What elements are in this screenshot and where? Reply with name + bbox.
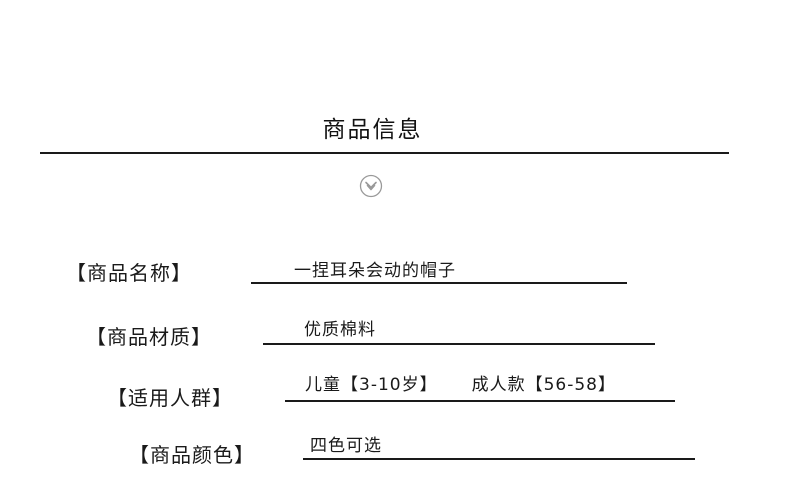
row-label: 【适用人群】 — [107, 386, 233, 410]
row-value: 一捏耳朵会动的帽子 — [294, 261, 456, 281]
row-underline — [251, 282, 627, 284]
row-value-adults: 成人款【56-58】 — [471, 375, 616, 395]
row-value: 优质棉料 — [304, 320, 376, 340]
row-underline — [285, 400, 675, 402]
row-underline — [303, 458, 695, 460]
chevron-down-circle-icon — [359, 174, 383, 198]
row-value: 儿童【3-10岁】 成人款【56-58】 — [305, 370, 616, 395]
row-value-kids: 儿童【3-10岁】 — [305, 375, 438, 395]
title-divider — [40, 152, 729, 154]
row-label: 【商品颜色】 — [129, 443, 255, 467]
row-label: 【商品材质】 — [86, 325, 212, 349]
row-underline — [263, 343, 655, 345]
section-title: 商品信息 — [322, 117, 423, 143]
row-value: 四色可选 — [310, 436, 382, 456]
row-label: 【商品名称】 — [66, 261, 192, 285]
